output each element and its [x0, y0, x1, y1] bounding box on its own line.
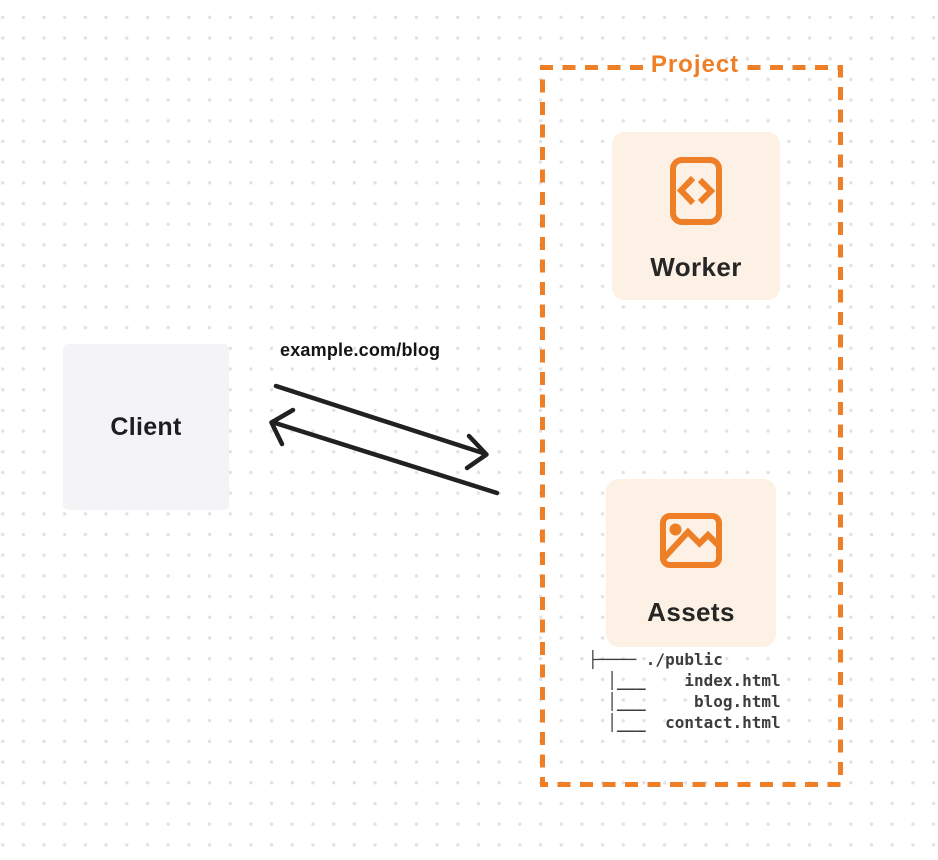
tree-line-blog: │___ blog.html [588, 692, 781, 711]
project-dashed-border-icon [540, 65, 843, 787]
worker-label: Worker [650, 252, 742, 282]
project-group: Project Worker Assets ├──── ./public │__… [540, 52, 843, 787]
project-label: Project [650, 51, 740, 78]
tree-line-index: │___ index.html [588, 671, 781, 690]
assets-file-tree: ├──── ./public │___ index.html │___ blog… [588, 649, 781, 733]
response-arrow-icon [269, 407, 500, 496]
client-label: Client [110, 412, 182, 441]
tree-line-contact: │___ contact.html [588, 713, 781, 732]
code-brackets-icon [670, 157, 722, 225]
worker-node: Worker [612, 132, 780, 300]
image-icon [660, 513, 722, 568]
tree-line-public: ├──── ./public [588, 650, 723, 669]
client-node: Client [63, 344, 229, 510]
assets-node: Assets [606, 479, 776, 647]
request-arrow-icon [273, 383, 489, 471]
assets-label: Assets [647, 597, 735, 627]
request-url-label: example.com/blog [280, 340, 441, 360]
